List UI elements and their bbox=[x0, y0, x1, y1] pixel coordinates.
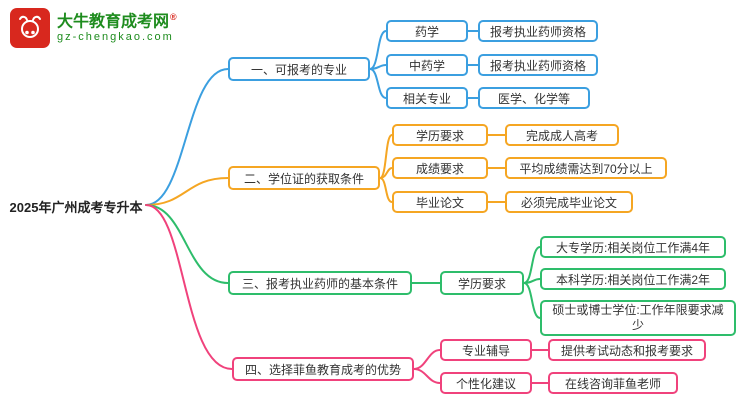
connector-root-branch2 bbox=[145, 177, 229, 206]
registered-mark: ® bbox=[170, 11, 177, 22]
root-node: 2025年广州成考专升本 bbox=[9, 200, 143, 215]
connector-b3-leaf1 bbox=[523, 246, 541, 284]
connector-branch1-child1 bbox=[369, 30, 387, 70]
branch1-child2-label: 中药学 bbox=[386, 54, 468, 76]
branch2-child2-label: 成绩要求 bbox=[392, 157, 488, 179]
branch3-leaf1: 大专学历:相关岗位工作满4年 bbox=[540, 236, 726, 258]
branch2-node: 二、学位证的获取条件 bbox=[228, 166, 380, 190]
connector-branch4-child1 bbox=[413, 349, 441, 370]
branch2-child3-label: 毕业论文 bbox=[392, 191, 488, 213]
logo-subtitle: gz-chengkao.com bbox=[57, 31, 174, 44]
connector-root-branch4 bbox=[145, 204, 233, 370]
branch4-child1-label: 专业辅导 bbox=[440, 339, 532, 361]
branch1-child1-value: 报考执业药师资格 bbox=[478, 20, 598, 42]
branch1-child2-value: 报考执业药师资格 bbox=[478, 54, 598, 76]
connector-branch2-child3 bbox=[379, 177, 393, 203]
branch3-child1-label: 学历要求 bbox=[440, 271, 524, 295]
connector-branch1-child3 bbox=[369, 68, 387, 99]
branch4-child2-label: 个性化建议 bbox=[440, 372, 532, 394]
branch3-node: 三、报考执业药师的基本条件 bbox=[228, 271, 412, 295]
connector-branch2-child1 bbox=[379, 134, 393, 179]
branch1-child1-label: 药学 bbox=[386, 20, 468, 42]
branch1-child3-label: 相关专业 bbox=[386, 87, 468, 109]
branch4-child2-value: 在线咨询菲鱼老师 bbox=[548, 372, 678, 394]
branch3-leaf3: 硕士或博士学位:工作年限要求减少 bbox=[540, 300, 736, 336]
branch2-child1-value: 完成成人高考 bbox=[505, 124, 619, 146]
site-logo: 大牛教育成考网® gz-chengkao.com bbox=[10, 8, 177, 48]
branch1-node: 一、可报考的专业 bbox=[228, 57, 370, 81]
branch2-child1-label: 学历要求 bbox=[392, 124, 488, 146]
logo-text: 大牛教育成考网® gz-chengkao.com bbox=[57, 12, 177, 45]
branch1-child3-value: 医学、化学等 bbox=[478, 87, 590, 109]
branch4-child1-value: 提供考试动态和报考要求 bbox=[548, 339, 706, 361]
logo-title: 大牛教育成考网® bbox=[57, 11, 177, 30]
connector-branch4-child2 bbox=[413, 368, 441, 384]
bull-logo-icon bbox=[10, 8, 50, 48]
branch4-node: 四、选择菲鱼教育成考的优势 bbox=[232, 357, 414, 381]
connector-root-branch1 bbox=[145, 68, 229, 206]
connector-root-branch3 bbox=[145, 204, 229, 284]
connector-b3-leaf3 bbox=[523, 282, 541, 319]
branch2-child2-value: 平均成绩需达到70分以上 bbox=[505, 157, 667, 179]
branch3-leaf2: 本科学历:相关岗位工作满2年 bbox=[540, 268, 726, 290]
branch2-child3-value: 必须完成毕业论文 bbox=[505, 191, 633, 213]
